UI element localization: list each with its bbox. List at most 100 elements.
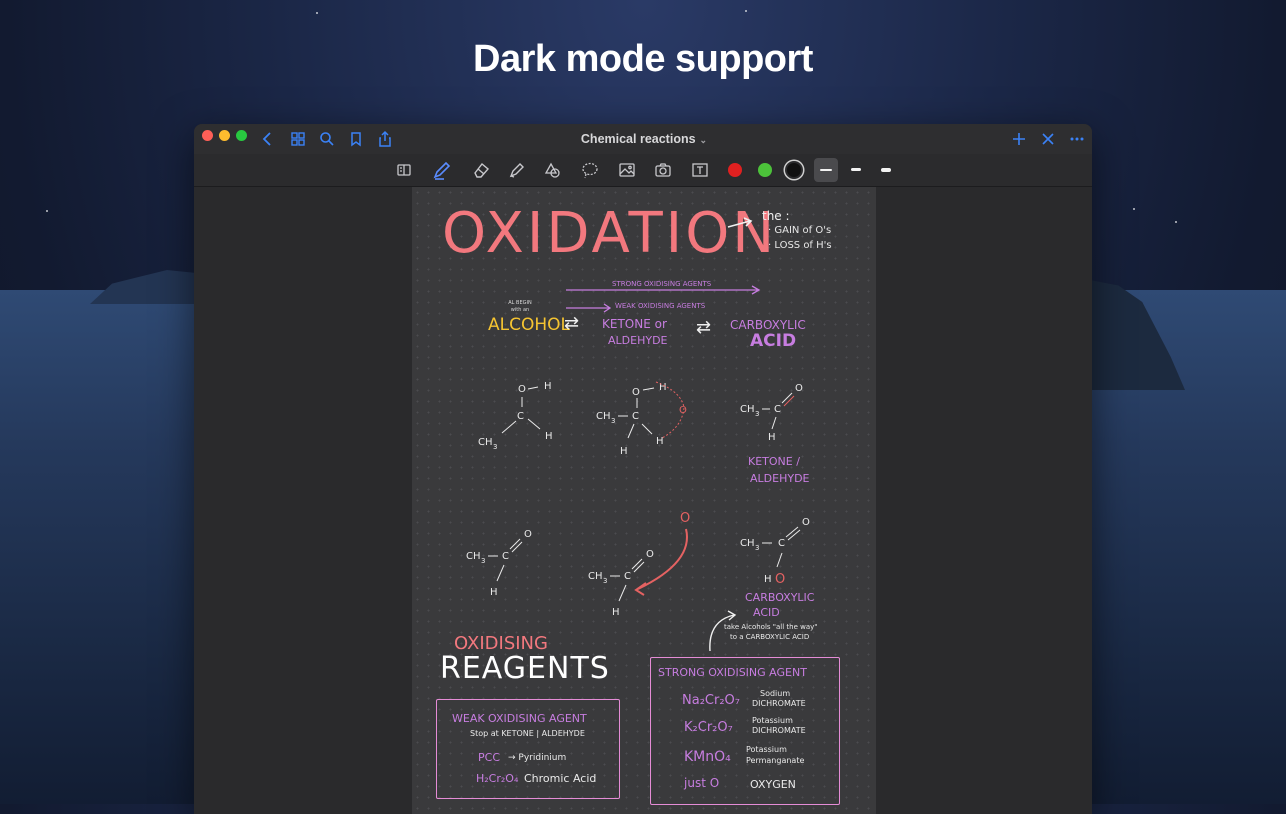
equilibrium-1: ⇄ xyxy=(564,313,580,334)
minimize-window-button[interactable] xyxy=(219,130,230,141)
svg-text:CH: CH xyxy=(740,538,755,549)
svg-text:O: O xyxy=(646,549,654,560)
read-mode-icon[interactable] xyxy=(394,160,414,180)
chromic-formula: H₂Cr₂O₄ xyxy=(476,772,519,785)
close-icon[interactable] xyxy=(1039,130,1057,148)
pen-icon[interactable] xyxy=(432,160,452,180)
color-black-swatch[interactable] xyxy=(787,163,801,177)
drawing-toolbar xyxy=(194,154,1092,187)
back-icon[interactable] xyxy=(259,130,277,148)
shapes-icon[interactable] xyxy=(543,160,563,180)
reagents-heading: REAGENTS xyxy=(440,651,610,686)
svg-text:O: O xyxy=(775,572,785,587)
kmno4-name-2: Permanganate xyxy=(746,756,805,765)
svg-text:H: H xyxy=(620,446,628,457)
svg-text:H: H xyxy=(612,607,620,617)
color-red-swatch[interactable] xyxy=(728,163,742,177)
svg-text:H: H xyxy=(490,587,498,598)
headline: Dark mode support xyxy=(473,38,813,80)
add-page-icon[interactable] xyxy=(1010,130,1028,148)
note-page[interactable]: OXIDATION the : · GAIN of O's · LOSS of … xyxy=(412,187,876,814)
k2cr2o7-formula: K₂Cr₂O₇ xyxy=(684,720,733,735)
svg-text:H: H xyxy=(656,436,664,447)
to-acid-note: to a CARBOXYLIC ACID xyxy=(730,633,810,641)
acid-label: ACID xyxy=(750,331,797,351)
oxygen-name: OXYGEN xyxy=(750,778,796,791)
stop-at-note: Stop at KETONE | ALDEHYDE xyxy=(470,729,585,738)
arrow-to-definition xyxy=(727,217,753,228)
strong-agent-box xyxy=(650,657,840,805)
text-box-icon[interactable] xyxy=(690,160,710,180)
document-title-menu[interactable]: Chemical reactions⌄ xyxy=(574,132,714,146)
search-icon[interactable] xyxy=(318,130,336,148)
definition-the: the : xyxy=(762,209,790,223)
ketone-aldehyde-label-2: ALDEHYDE xyxy=(750,472,810,485)
thumbnails-icon[interactable] xyxy=(289,130,307,148)
chevron-down-icon: ⌄ xyxy=(699,135,708,145)
svg-text:CH: CH xyxy=(478,437,493,448)
svg-text:3: 3 xyxy=(493,443,497,451)
close-window-button[interactable] xyxy=(202,130,213,141)
bookmark-icon[interactable] xyxy=(347,130,365,148)
svg-text:O: O xyxy=(518,384,526,395)
svg-text:3: 3 xyxy=(481,557,485,565)
svg-text:H: H xyxy=(768,432,776,443)
kmno4-name-1: Potassium xyxy=(746,745,787,754)
svg-text:3: 3 xyxy=(611,417,615,425)
weak-agent-title: WEAK OXIDISING AGENT xyxy=(452,712,587,725)
title-bar: Chemical reactions⌄ xyxy=(194,124,1092,155)
pcc-formula: PCC xyxy=(478,751,500,764)
eraser-icon[interactable] xyxy=(471,160,491,180)
strong-agent-title: STRONG OXIDISING AGENT xyxy=(658,666,807,679)
lasso-icon[interactable] xyxy=(580,160,600,180)
left-cliff xyxy=(90,270,200,304)
stroke-thick-button[interactable] xyxy=(874,158,898,182)
svg-text:3: 3 xyxy=(603,577,607,585)
carboxylic-label: CARBOXYLIC xyxy=(730,318,806,332)
na2cr2o7-name-2: DICHROMATE xyxy=(752,699,806,708)
color-green-swatch[interactable] xyxy=(758,163,772,177)
image-icon[interactable] xyxy=(617,160,637,180)
oxidation-heading: OXIDATION xyxy=(442,201,778,266)
svg-text:O: O xyxy=(795,383,803,394)
acid-label-2: ACID xyxy=(753,606,780,619)
svg-text:C: C xyxy=(778,538,785,549)
svg-text:3: 3 xyxy=(755,544,759,552)
svg-text:CH: CH xyxy=(588,571,603,582)
svg-text:O: O xyxy=(680,511,690,526)
camera-icon[interactable] xyxy=(653,160,673,180)
just-o-formula: just O xyxy=(684,776,720,790)
take-alcohols-note: take Alcohols "all the way" xyxy=(724,623,818,631)
ketone-or-label: KETONE or xyxy=(602,317,667,331)
kmno4-formula: KMnO₄ xyxy=(684,749,731,765)
weak-agent-box xyxy=(436,699,620,799)
more-icon[interactable] xyxy=(1068,130,1086,148)
svg-text:O: O xyxy=(802,517,810,528)
curved-arrow xyxy=(709,610,737,652)
k2cr2o7-name-1: Potassium xyxy=(752,716,793,725)
svg-text:C: C xyxy=(517,411,524,422)
svg-text:H: H xyxy=(544,381,552,392)
stroke-thin-button[interactable] xyxy=(814,158,838,182)
pcc-name: → Pyridinium xyxy=(508,753,567,763)
definition-gain: · GAIN of O's xyxy=(768,225,832,236)
oxidising-label: OXIDISING xyxy=(454,633,548,654)
weak-agents-arrow xyxy=(566,303,612,313)
svg-text:CH: CH xyxy=(596,411,611,422)
svg-text:C: C xyxy=(624,571,631,582)
svg-text:H: H xyxy=(545,431,553,442)
stroke-medium-button[interactable] xyxy=(844,158,868,182)
zoom-window-button[interactable] xyxy=(236,130,247,141)
svg-text:H: H xyxy=(764,574,772,585)
share-icon[interactable] xyxy=(376,130,394,148)
highlighter-icon[interactable] xyxy=(507,160,527,180)
ketone-aldehyde-label-1: KETONE / xyxy=(748,455,800,468)
app-window: Chemical reactions⌄ xyxy=(194,124,1092,814)
definition-loss: · LOSS of H's xyxy=(768,240,832,251)
svg-text:CH: CH xyxy=(740,404,755,415)
strong-agents-label: STRONG OXIDISING AGENTS xyxy=(612,280,712,288)
